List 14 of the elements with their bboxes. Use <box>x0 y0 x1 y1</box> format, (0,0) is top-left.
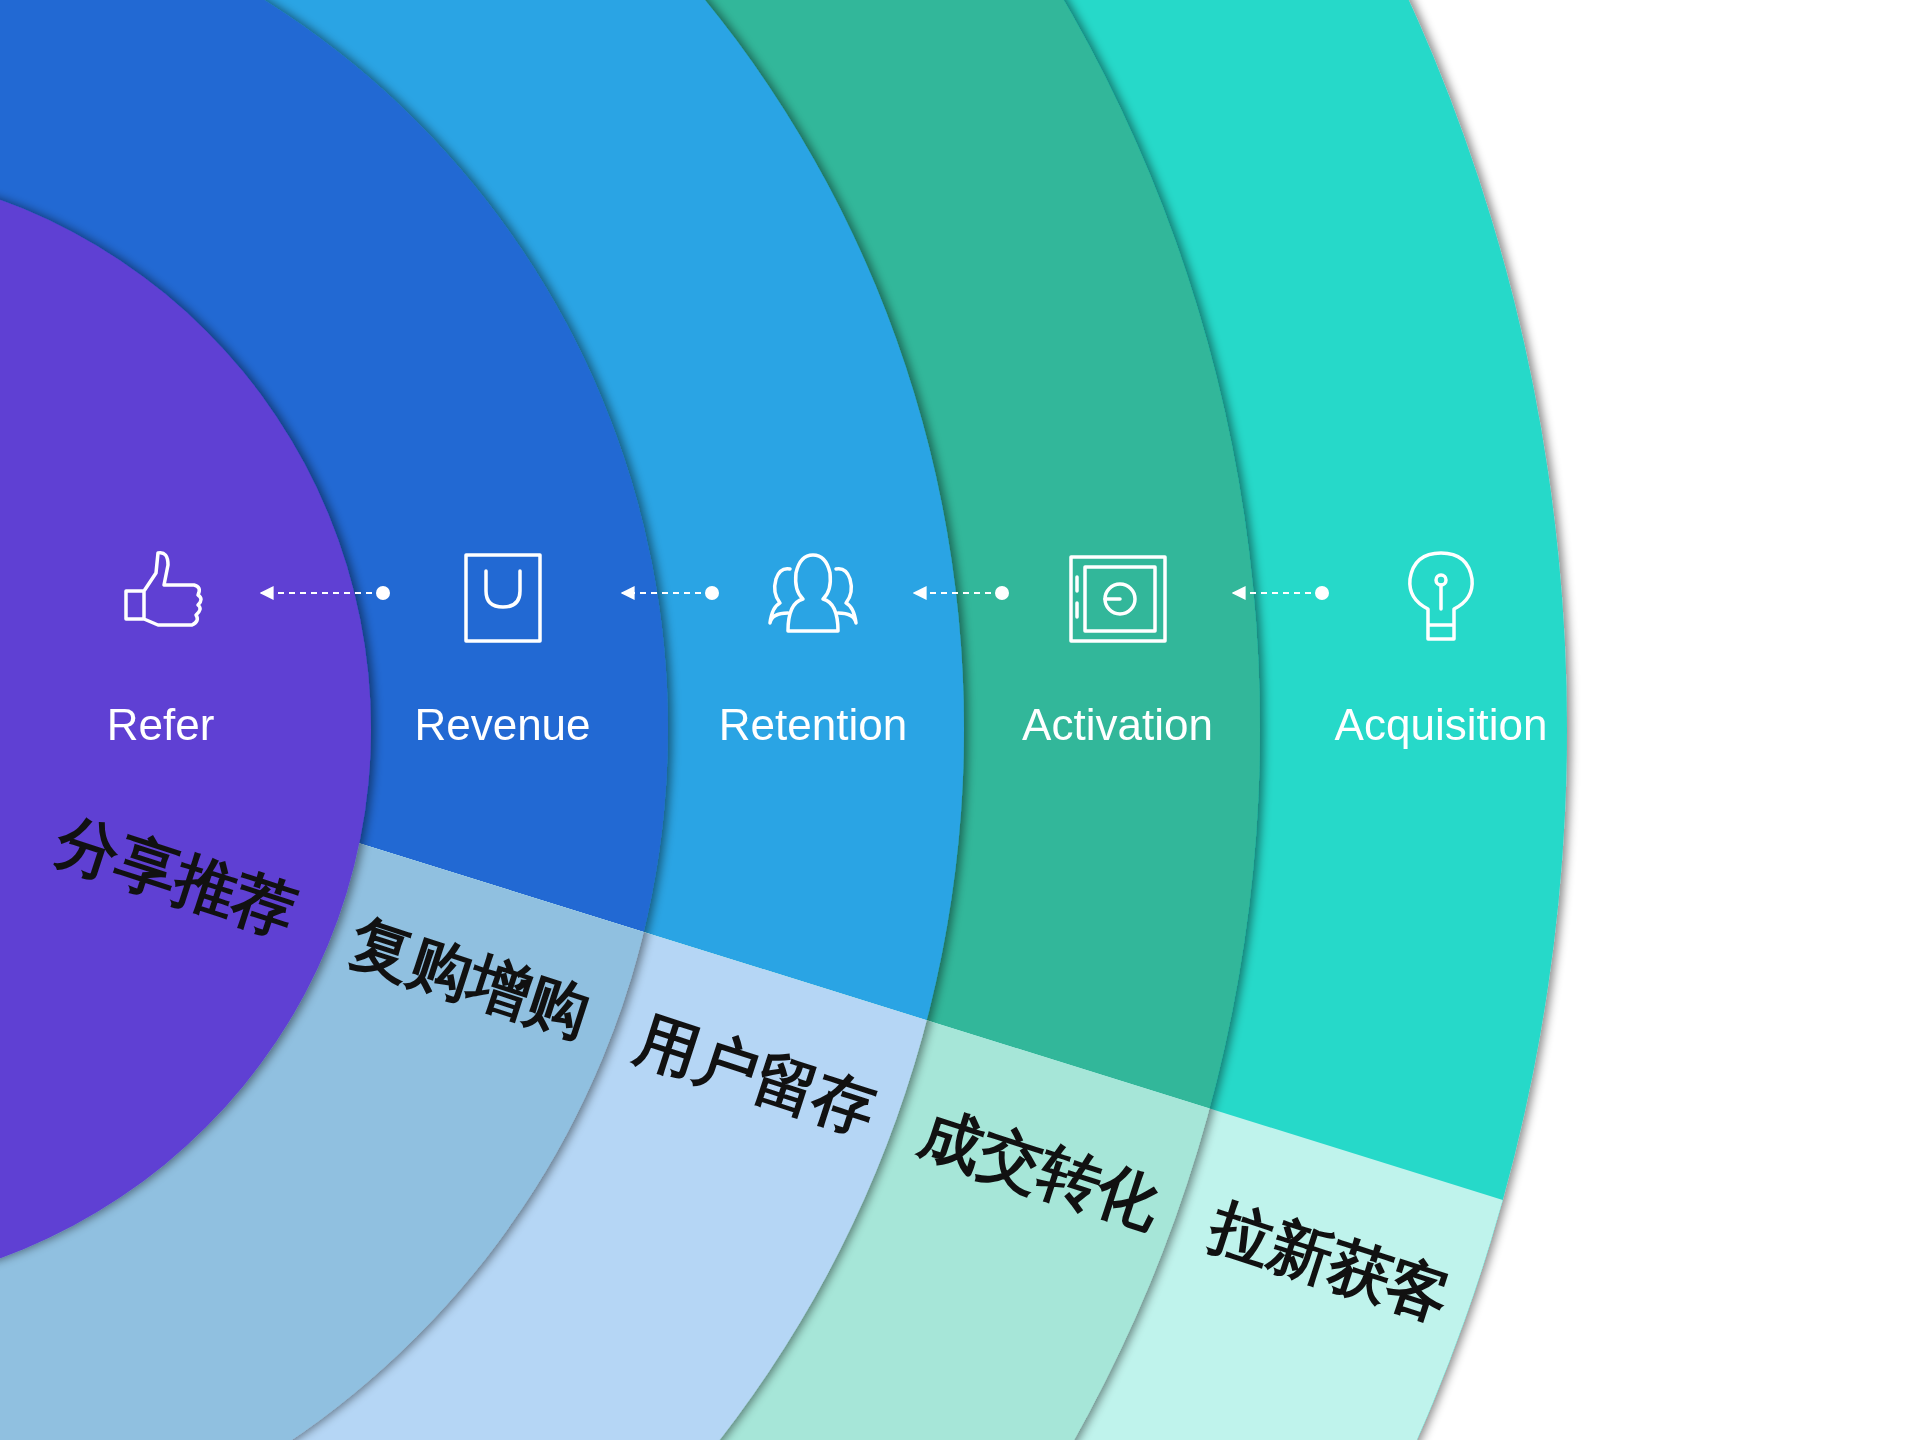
stage-caption: 用户留存 <box>625 1000 887 1150</box>
stage-caption: 复购增购 <box>339 903 601 1053</box>
dashed-arrow <box>620 586 719 600</box>
stage-label: Activation <box>1021 700 1214 750</box>
dashed-arrow <box>1231 586 1329 600</box>
stage-caption: 分享推荐 <box>45 802 307 952</box>
stage-label: Refer <box>105 700 216 750</box>
stage-label: Retention <box>717 700 909 750</box>
stage-caption: 拉新获客 <box>1199 1187 1461 1337</box>
stage-label: Revenue <box>413 700 592 750</box>
stage-caption: 成交转化 <box>909 1094 1171 1244</box>
stage-label: Acquisition <box>1333 700 1549 750</box>
dashed-arrow <box>912 586 1009 600</box>
dashed-arrow <box>259 586 390 600</box>
